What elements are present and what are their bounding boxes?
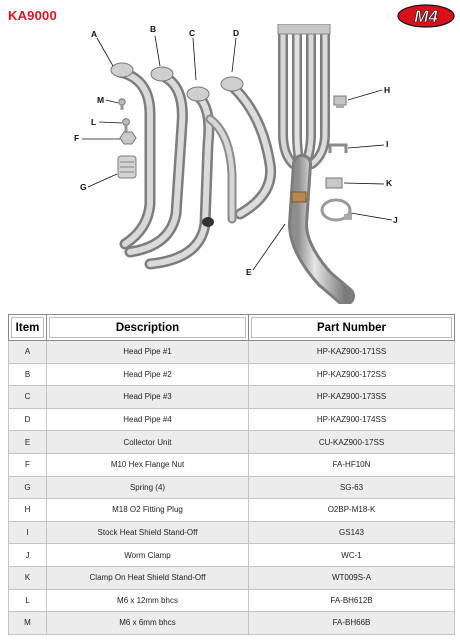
cell-part-number: O2BP-M18-K — [248, 498, 455, 522]
callout-m: M — [97, 95, 105, 105]
head-pipe-2 — [124, 66, 188, 258]
collector-unit — [277, 24, 355, 304]
cell-part-number: HP-KAZ900-172SS — [248, 362, 455, 387]
cell-description: Stock Heat Shield Stand-Off — [46, 520, 249, 545]
worm-clamp — [320, 198, 352, 222]
callout-e: E — [246, 267, 252, 277]
cell-description: M10 Hex Flange Nut — [46, 452, 249, 477]
head-pipe-4 — [205, 76, 277, 224]
screw-l — [122, 118, 130, 132]
cell-description: Head Pipe #1 — [46, 340, 249, 364]
cell-item: F — [8, 452, 47, 477]
header-part-number: Part Number — [248, 314, 455, 341]
screw-m — [118, 98, 126, 110]
spring — [117, 155, 137, 179]
cell-item: B — [8, 362, 47, 387]
cell-description: Spring (4) — [46, 475, 249, 500]
cell-description: Head Pipe #3 — [46, 385, 249, 409]
cell-part-number: FA-HF10N — [248, 452, 455, 477]
m4-logo: M4 — [397, 4, 455, 28]
cell-item: C — [8, 385, 47, 409]
cell-description: Collector Unit — [46, 430, 249, 454]
cell-item: D — [8, 407, 47, 432]
cell-part-number: CU-KAZ900-17SS — [248, 430, 455, 454]
cell-part-number: WC-1 — [248, 543, 455, 567]
header-description: Description — [46, 314, 249, 341]
callout-h: H — [384, 85, 391, 95]
cell-part-number: FA-BH66B — [248, 611, 455, 635]
head-pipe-1 — [110, 62, 156, 250]
cell-part-number: HP-KAZ900-171SS — [248, 340, 455, 364]
cell-part-number: FA-BH612B — [248, 588, 455, 613]
cell-item: A — [8, 340, 47, 364]
cell-description: Clamp On Heat Shield Stand-Off — [46, 565, 249, 590]
cell-item: M — [8, 611, 47, 635]
cell-part-number: SG-63 — [248, 475, 455, 500]
cell-item: L — [8, 588, 47, 613]
flange-nut — [119, 131, 137, 145]
heat-shield-standoff — [328, 143, 348, 153]
cell-item: K — [8, 565, 47, 590]
callout-d: D — [233, 28, 240, 38]
cell-description: M18 O2 Fitting Plug — [46, 498, 249, 522]
cell-item: J — [8, 543, 47, 567]
callout-i: I — [386, 139, 389, 149]
callout-k: K — [386, 178, 393, 188]
leader-lines — [82, 35, 393, 271]
table-header-row: Item Description Part Number — [8, 314, 455, 341]
logo-oval — [398, 5, 454, 27]
callout-c: C — [189, 28, 196, 38]
callout-a: A — [91, 29, 98, 39]
callout-g: G — [80, 182, 87, 192]
cell-part-number: HP-KAZ900-173SS — [248, 385, 455, 409]
exhaust-diagram — [82, 24, 393, 304]
cell-item: E — [8, 430, 47, 454]
cell-description: M6 x 6mm bhcs — [46, 611, 249, 635]
logo-text: M4 — [414, 7, 438, 26]
cell-description: Head Pipe #2 — [46, 362, 249, 387]
cell-item: H — [8, 498, 47, 522]
cell-item: G — [8, 475, 47, 500]
cell-item: I — [8, 520, 47, 545]
cell-description: Worm Clamp — [46, 543, 249, 567]
cell-description: Head Pipe #4 — [46, 407, 249, 432]
cell-part-number: HP-KAZ900-174SS — [248, 407, 455, 432]
callout-j: J — [393, 215, 398, 225]
cell-part-number: GS143 — [248, 520, 455, 545]
o2-plug — [333, 95, 347, 108]
o2-bung — [291, 191, 307, 203]
callout-b: B — [150, 24, 157, 34]
cell-part-number: WT009S-A — [248, 565, 455, 590]
callout-l: L — [91, 117, 97, 127]
clamp-standoff — [325, 177, 343, 189]
cell-description: M6 x 12mm bhcs — [46, 588, 249, 613]
header-item: Item — [8, 314, 47, 341]
callout-f: F — [74, 133, 80, 143]
pipe-outlet — [202, 217, 214, 227]
document-code: KA9000 — [8, 8, 57, 23]
